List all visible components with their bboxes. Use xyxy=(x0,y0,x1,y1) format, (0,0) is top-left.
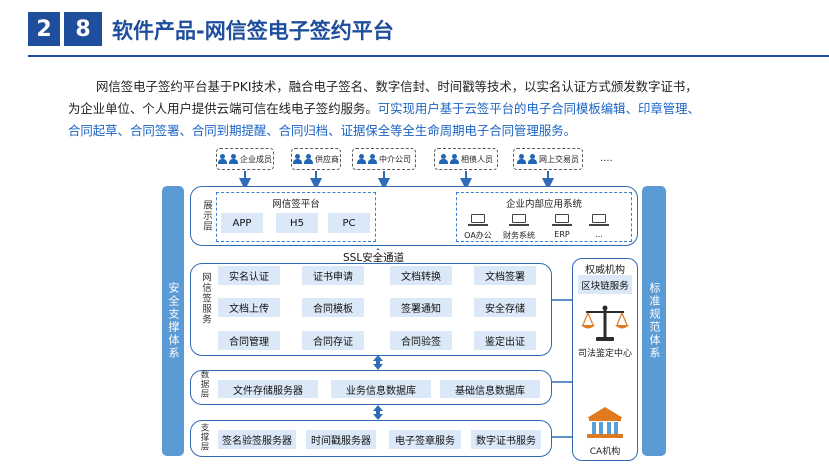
service-contract-verify: 合同验签 xyxy=(390,331,452,350)
person-icon xyxy=(218,154,227,164)
actor-online-trader: 网上交易员 xyxy=(513,148,583,170)
service-contract-evidence: 合同存证 xyxy=(302,331,364,350)
actor-label: 企业成员 xyxy=(240,154,272,164)
judicial-center-label: 司法鉴定中心 xyxy=(577,349,632,359)
actor-enterprise-member: 企业成员 xyxy=(216,148,274,170)
display-layer xyxy=(190,186,638,246)
laptop-base xyxy=(468,224,488,226)
support-digital-cert-service: 数字证书服务 xyxy=(471,430,541,449)
person-icon xyxy=(517,154,526,164)
actor-label: 中介公司 xyxy=(379,154,411,164)
service-doc-sign: 文档签署 xyxy=(474,266,536,285)
person-icon xyxy=(368,154,377,164)
intro-plain: 为企业单位、个人用户提供云端可信在线电子签约服务。 xyxy=(68,101,378,116)
support-layer-label: 支撑层 xyxy=(199,423,209,452)
service-secure-storage: 安全存储 xyxy=(474,298,536,317)
data-file-storage-server: 文件存储服务器 xyxy=(218,380,318,398)
intro-line-3: 合同起草、合同签署、合同到期提醒、合同归档、证据保全等全生命周期电子合同管理服务… xyxy=(68,123,577,138)
support-timestamp-server: 时间戳服务器 xyxy=(306,430,376,449)
intro-paragraph: 网信签电子签约平台基于PKI技术，融合电子签名、数字信封、时间戳等技术，以实名认… xyxy=(68,76,808,142)
header-divider xyxy=(28,55,829,57)
service-cert-apply: 证书申请 xyxy=(302,266,364,285)
ssl-channel-label: SSL安全通道 xyxy=(343,250,405,265)
standards-bar: 标准规范体系 xyxy=(642,186,666,456)
service-layer-label: 网信签服务 xyxy=(200,272,211,325)
platform-item-h5: H5 xyxy=(276,213,318,233)
internal-item-oa: OA办公 xyxy=(464,231,492,240)
section-number-text: 2 xyxy=(36,16,52,42)
service-doc-upload: 文档上传 xyxy=(218,298,280,317)
internal-item-finance: 财务系统 xyxy=(503,231,535,240)
platform-title: 网信签平台 xyxy=(272,199,320,210)
data-base-info-db: 基础信息数据库 xyxy=(440,380,540,398)
security-support-bar: 安全支撑体系 xyxy=(162,186,184,456)
actor-label: 网上交易员 xyxy=(539,154,579,164)
service-contract-template: 合同模板 xyxy=(302,298,364,317)
actor-label: 供应商 xyxy=(315,154,339,164)
intro-highlight: 可实现用户基于云签平台的电子合同模板编辑、印章管理、 xyxy=(377,101,700,116)
person-icon xyxy=(450,154,459,164)
ca-label: CA机构 xyxy=(589,447,621,457)
person-icon xyxy=(304,154,313,164)
laptop-base xyxy=(552,224,572,226)
data-layer-label: 数据层 xyxy=(199,370,209,399)
laptop-icon xyxy=(555,214,569,223)
laptop-base xyxy=(509,224,529,226)
display-layer-label: 展示层 xyxy=(201,200,212,232)
service-contract-manage: 合同管理 xyxy=(218,331,280,350)
person-icon xyxy=(439,154,448,164)
actor-related-person: 相债人员 xyxy=(434,148,498,170)
internal-item-more: ... xyxy=(595,230,603,239)
section-number-left: 2 xyxy=(28,12,60,46)
platform-item-app: APP xyxy=(221,213,263,233)
building-icon xyxy=(587,407,623,438)
person-icon xyxy=(229,154,238,164)
intro-line-1: 网信签电子签约平台基于PKI技术，融合电子签名、数字信封、时间戳等技术，以实名认… xyxy=(96,79,698,94)
person-icon xyxy=(293,154,302,164)
blockchain-service: 区块链服务 xyxy=(578,275,632,294)
page-title: 软件产品-网信签电子签约平台 xyxy=(112,19,394,43)
support-sign-verify-server: 签名验签服务器 xyxy=(218,430,296,449)
internal-system-box xyxy=(456,192,632,242)
platform-item-pc: PC xyxy=(328,213,370,233)
actor-agency: 中介公司 xyxy=(352,148,416,170)
section-number-right: 8 xyxy=(64,12,102,46)
service-real-name-auth: 实名认证 xyxy=(218,266,280,285)
authority-title: 权威机构 xyxy=(585,265,625,276)
platform-box xyxy=(216,192,376,242)
intro-line-2: 为企业单位、个人用户提供云端可信在线电子签约服务。可实现用户基于云签平台的电子合… xyxy=(68,98,808,120)
data-business-db: 业务信息数据库 xyxy=(331,380,431,398)
scale-icon xyxy=(581,305,629,341)
actor-label: 相债人员 xyxy=(461,154,493,164)
internal-system-title: 企业内部应用系统 xyxy=(505,199,582,210)
person-icon xyxy=(528,154,537,164)
section-number-text: 8 xyxy=(75,16,91,42)
laptop-icon xyxy=(592,214,606,223)
laptop-icon xyxy=(471,214,485,223)
actors-more: .... xyxy=(600,153,613,164)
service-appraisal-cert: 鉴定出证 xyxy=(474,331,536,350)
service-doc-convert: 文档转换 xyxy=(390,266,452,285)
service-sign-notice: 签署通知 xyxy=(390,298,452,317)
internal-item-erp: ERP xyxy=(554,230,570,239)
person-icon xyxy=(357,154,366,164)
actor-supplier: 供应商 xyxy=(291,148,341,170)
support-e-seal-service: 电子签章服务 xyxy=(389,430,461,449)
laptop-icon xyxy=(512,214,526,223)
laptop-base xyxy=(589,224,609,226)
